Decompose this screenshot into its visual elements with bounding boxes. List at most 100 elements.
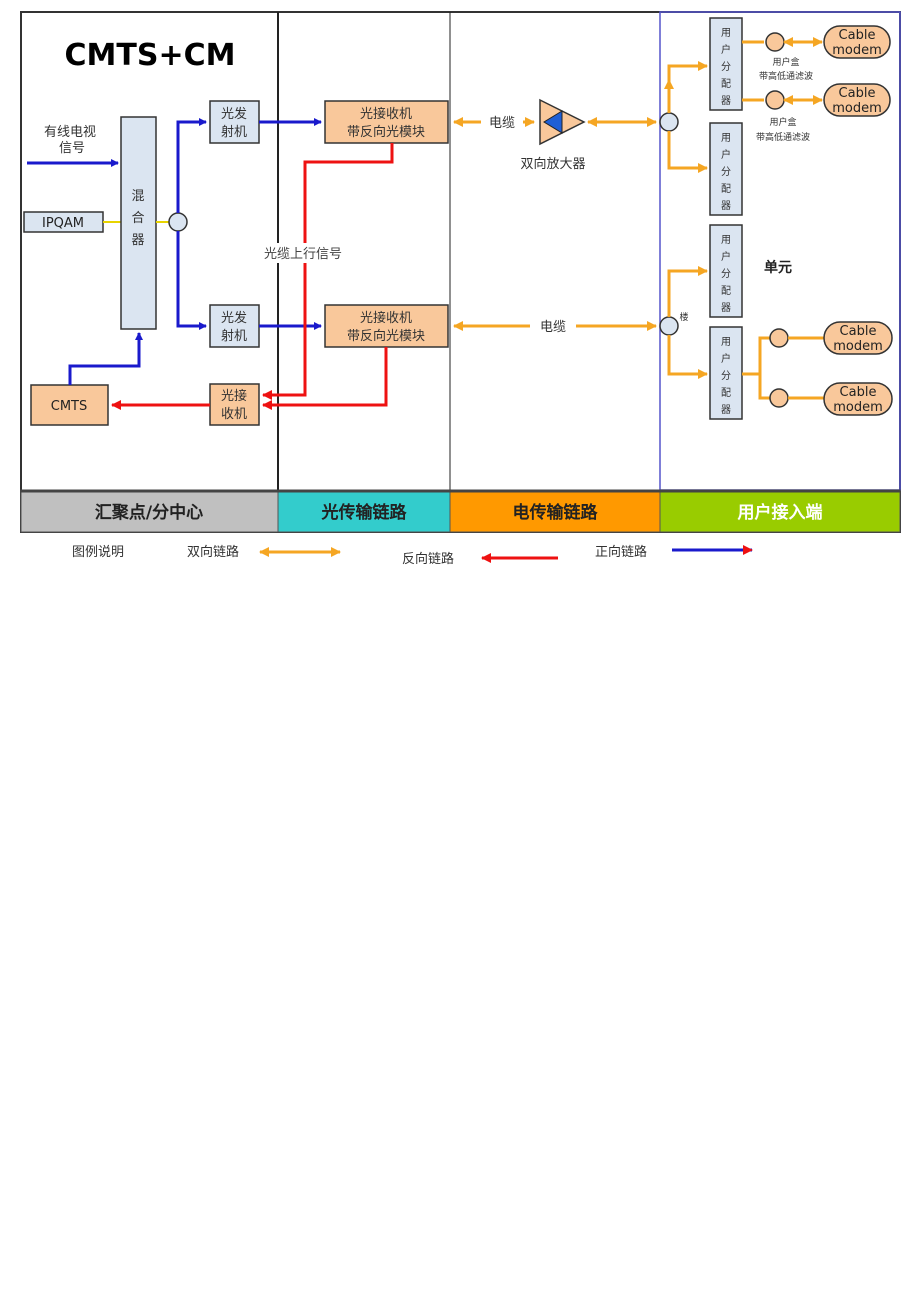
- reverse-link: [262, 347, 388, 410]
- svg-text:配: 配: [721, 183, 731, 195]
- catv-signal-label: 有线电视: [44, 125, 96, 140]
- optical-node-label: 光接收机: [360, 106, 412, 122]
- cable-modem: [823, 321, 893, 355]
- cmts-cm-network-diagram: 汇聚点/分中心 光传输链路 电传输链路 用户接入端 CMTS+CM 有线电视 信…: [20, 11, 901, 567]
- bidirectional-link: [667, 266, 708, 317]
- svg-text:配: 配: [721, 387, 731, 399]
- svg-text:器: 器: [721, 95, 731, 107]
- svg-text:分: 分: [721, 268, 731, 280]
- optical-transmitter-top: [209, 100, 260, 144]
- mixer-label: 合: [131, 211, 144, 226]
- svg-text:户: 户: [721, 250, 731, 263]
- svg-text:用: 用: [721, 337, 731, 348]
- mixer-box: [120, 116, 157, 330]
- mixer-label: 混: [131, 189, 144, 204]
- svg-text:配: 配: [721, 285, 731, 297]
- user-outlet-box: [769, 328, 789, 348]
- building-tap-node: [659, 316, 679, 336]
- svg-text:器: 器: [721, 404, 731, 416]
- legend-reverse-label: 反向链路: [402, 551, 454, 567]
- mixer-label: 器: [131, 233, 144, 248]
- diagram-title: CMTS+CM: [65, 38, 236, 73]
- cable-modem-label: modem: [833, 400, 883, 415]
- bidirectional-link: [667, 131, 708, 173]
- cable-modem-label: Cable: [840, 385, 877, 400]
- legend-bidirectional-label: 双向链路: [187, 544, 239, 560]
- svg-text:户: 户: [721, 148, 731, 161]
- cable-modem: [823, 25, 891, 59]
- building-tap-node: [659, 112, 679, 132]
- svg-text:户: 户: [721, 43, 731, 56]
- zone-label-user: 用户接入端: [738, 502, 823, 523]
- cable-modem: [823, 83, 891, 117]
- cable-modem: [823, 382, 893, 416]
- user-outlet-box: [765, 90, 785, 110]
- cable-label-bg: [530, 317, 576, 335]
- svg-text:器: 器: [721, 200, 731, 212]
- bidirectional-link: [667, 335, 708, 379]
- zone-label-electrical: 电传输链路: [513, 502, 599, 523]
- transmitter-label: 射机: [221, 124, 247, 140]
- svg-text:用: 用: [721, 28, 731, 39]
- cmts-box: [30, 384, 109, 426]
- optical-upstream-label: 光缆上行信号: [264, 246, 342, 262]
- cmts-label: CMTS: [51, 399, 88, 414]
- legend-title: 图例说明: [72, 545, 124, 560]
- user-outlet-box: [765, 32, 785, 52]
- cable-modem-label: modem: [832, 101, 882, 116]
- cable-modem-label: Cable: [839, 28, 876, 43]
- user-box-note: 带高低通滤波: [759, 70, 813, 82]
- cable-modem-label: modem: [832, 43, 882, 58]
- forward-link: [176, 118, 207, 213]
- amplifier-reverse-triangle: [543, 110, 563, 134]
- user-splitter: [709, 326, 743, 420]
- optical-transmitter-bottom: [209, 304, 260, 348]
- svg-text:用: 用: [721, 235, 731, 246]
- user-box-note: 带高低通滤波: [756, 131, 810, 143]
- svg-text:用: 用: [721, 133, 731, 144]
- cable-label-bg: [481, 113, 523, 131]
- optical-node-label: 光接收机: [360, 310, 412, 326]
- zone-label-optical: 光传输链路: [321, 502, 408, 523]
- cable-modem-label: modem: [833, 339, 883, 354]
- optical-node-top: [324, 100, 449, 144]
- svg-text:户: 户: [721, 352, 731, 365]
- user-splitter: [709, 17, 743, 111]
- svg-text:配: 配: [721, 78, 731, 90]
- cable-modem-label: Cable: [839, 86, 876, 101]
- user-outlet-box: [769, 388, 789, 408]
- splitter-label-group: 用 户 分 配 器 用 户 分 配 器 用 户 分 配 器 用 户 分 配 器: [721, 28, 731, 416]
- optical-splitter-node: [168, 212, 188, 232]
- bidirectional-link: [667, 61, 708, 113]
- svg-text:分: 分: [721, 166, 731, 178]
- user-box-note: 用户盒: [772, 56, 799, 68]
- forward-link: [68, 332, 143, 385]
- transmitter-label: 光发: [221, 310, 247, 326]
- cable-modem-label: Cable: [840, 324, 877, 339]
- transmitter-label: 射机: [221, 328, 247, 344]
- cable-label: 电缆: [489, 115, 515, 131]
- user-splitter: [709, 224, 743, 318]
- transmitter-label: 光发: [221, 106, 247, 122]
- bidirectional-link: [742, 336, 770, 376]
- amplifier-label: 双向放大器: [520, 156, 585, 172]
- unit-label: 单元: [764, 259, 792, 276]
- ipqam-label: IPQAM: [42, 216, 84, 231]
- optical-node-label: 带反向光模块: [347, 328, 425, 344]
- user-box-note: 用户盒: [769, 116, 796, 128]
- reverse-link: [262, 143, 394, 400]
- forward-link: [176, 231, 207, 330]
- user-splitter: [709, 122, 743, 216]
- receiver-label: 收机: [221, 407, 247, 422]
- optical-node-label: 带反向光模块: [347, 124, 425, 140]
- svg-text:分: 分: [721, 370, 731, 382]
- catv-signal-label: 信号: [59, 141, 85, 156]
- legend-forward-label: 正向链路: [595, 544, 647, 560]
- receiver-label: 光接: [221, 388, 247, 404]
- upstream-label-bg: [248, 243, 360, 263]
- zone-label-headend: 汇聚点/分中心: [95, 502, 203, 523]
- cable-label: 电缆: [540, 319, 566, 335]
- bidirectional-link: [758, 374, 770, 400]
- svg-text:分: 分: [721, 61, 731, 73]
- building-label: 楼: [679, 311, 688, 323]
